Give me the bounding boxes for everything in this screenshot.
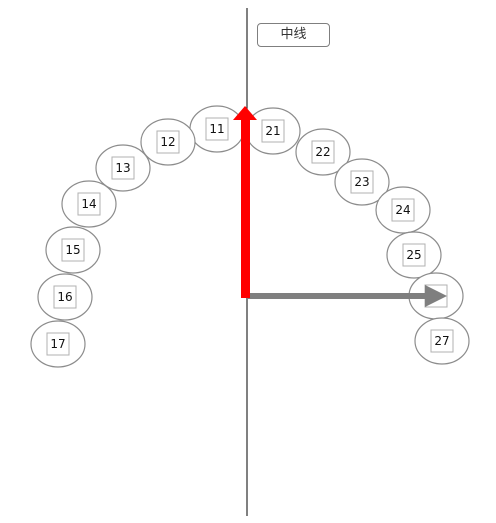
teeth-group: 111213141516172122232425227 [30, 105, 470, 368]
tooth-17[interactable]: 17 [30, 320, 86, 368]
tooth-number-label: 16 [57, 290, 72, 304]
tooth-number-label: 13 [115, 161, 130, 175]
tooth-number-label: 22 [315, 145, 330, 159]
tooth-number-box [350, 170, 374, 194]
tooth-number-box [77, 192, 101, 216]
tooth-22[interactable]: 22 [295, 128, 351, 176]
midline-button[interactable]: 中线 [257, 23, 330, 47]
tooth-14[interactable]: 14 [61, 180, 117, 228]
tooth-number-box [156, 130, 180, 154]
horizontal-arrow-head[interactable] [425, 285, 447, 307]
tooth-number-label: 11 [209, 122, 224, 136]
tooth-number-box [61, 238, 85, 262]
tooth-24[interactable]: 24 [375, 186, 431, 234]
tooth-12[interactable]: 12 [140, 118, 196, 166]
tooth-number-box [111, 156, 135, 180]
tooth-number-box [391, 198, 415, 222]
tooth-11[interactable]: 11 [189, 105, 245, 153]
tooth-number-box [53, 285, 77, 309]
tooth-number-label: 24 [395, 203, 410, 217]
tooth-number-box [311, 140, 335, 164]
tooth-number-label: 21 [265, 124, 280, 138]
vertical-arrow-head[interactable] [233, 106, 257, 120]
tooth-number-box [261, 119, 285, 143]
tooth-number-label: 15 [65, 243, 80, 257]
tooth-number-box [46, 332, 70, 356]
tooth-21[interactable]: 21 [245, 107, 301, 155]
tooth-number-box [205, 117, 229, 141]
tooth-23[interactable]: 23 [334, 158, 390, 206]
tooth-number-label: 27 [434, 334, 449, 348]
tooth-number-label: 12 [160, 135, 175, 149]
tooth-15[interactable]: 15 [45, 226, 101, 274]
vertical-arrow[interactable] [233, 106, 257, 298]
tooth-number-label: 14 [81, 197, 96, 211]
tooth-number-box [430, 329, 454, 353]
tooth-16[interactable]: 16 [37, 273, 93, 321]
tooth-number-label: 17 [50, 337, 65, 351]
tooth-number-label: 25 [406, 248, 421, 262]
tooth-number-box [402, 243, 426, 267]
tooth-13[interactable]: 13 [95, 144, 151, 192]
horizontal-arrow-shaft[interactable] [247, 293, 427, 299]
vertical-arrow-shaft[interactable] [241, 118, 250, 298]
horizontal-arrow[interactable] [247, 285, 447, 307]
tooth-27[interactable]: 27 [414, 317, 470, 365]
tooth-25[interactable]: 25 [386, 231, 442, 279]
tooth-number-label: 23 [354, 175, 369, 189]
